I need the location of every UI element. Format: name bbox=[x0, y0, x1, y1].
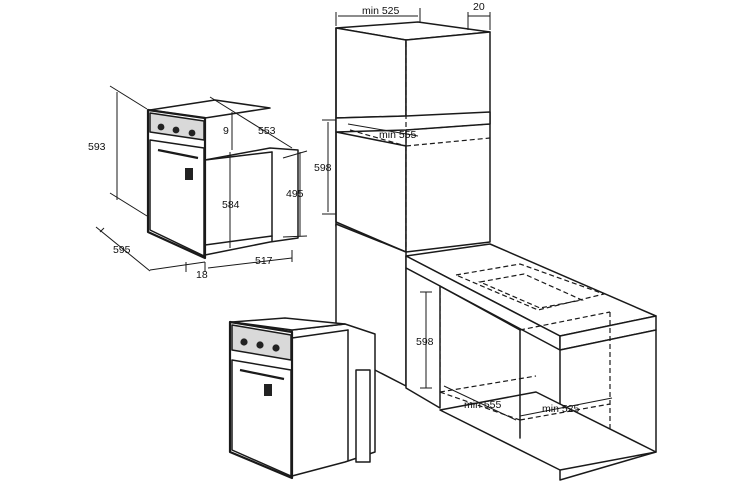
oven2-knob-icon bbox=[240, 338, 248, 346]
dim-column-depth: min 525 bbox=[362, 5, 400, 17]
oven-dimensioned: 593 595 553 9 495 584 18 517 bbox=[88, 85, 308, 281]
oven-knob-icon bbox=[172, 126, 180, 134]
dim-panel-offset: 9 bbox=[223, 125, 229, 137]
oven2-door bbox=[231, 359, 292, 477]
hob-cutout bbox=[453, 263, 607, 311]
dim-oven-height: 593 bbox=[88, 141, 106, 153]
dim-oven-width: 595 bbox=[113, 244, 131, 256]
oven2-knob-icon bbox=[256, 341, 264, 349]
column-cabinet: min 525 20 min 555 598 bbox=[314, 1, 491, 253]
oven2-top bbox=[231, 317, 346, 331]
oven-knob-icon bbox=[188, 129, 196, 137]
dim-counter-height: 598 bbox=[416, 336, 434, 348]
dim-total-depth: 553 bbox=[258, 125, 276, 137]
dim-counter-depth: min 525 bbox=[542, 403, 580, 415]
oven2-knob-icon bbox=[272, 344, 280, 352]
oven-loose bbox=[228, 317, 376, 480]
oven2-handle-grip bbox=[264, 384, 272, 396]
oven-handle bbox=[157, 148, 199, 160]
dim-body-height-outer: 495 bbox=[286, 188, 304, 200]
dim-column-height: 598 bbox=[314, 162, 332, 174]
dim-counter-width: min 555 bbox=[464, 399, 502, 411]
oven-handle-grip bbox=[185, 168, 193, 180]
dim-body-depth: 517 bbox=[255, 255, 273, 267]
oven-knob-icon bbox=[157, 123, 165, 131]
dim-front-thickness: 18 bbox=[196, 269, 208, 281]
dim-body-height-inner: 584 bbox=[222, 199, 240, 211]
counter-cabinet: 598 min 555 min 525 bbox=[335, 223, 657, 481]
oven2-handle bbox=[239, 368, 285, 381]
dim-column-gap: 20 bbox=[473, 1, 485, 13]
dim-column-width: min 555 bbox=[379, 129, 417, 141]
